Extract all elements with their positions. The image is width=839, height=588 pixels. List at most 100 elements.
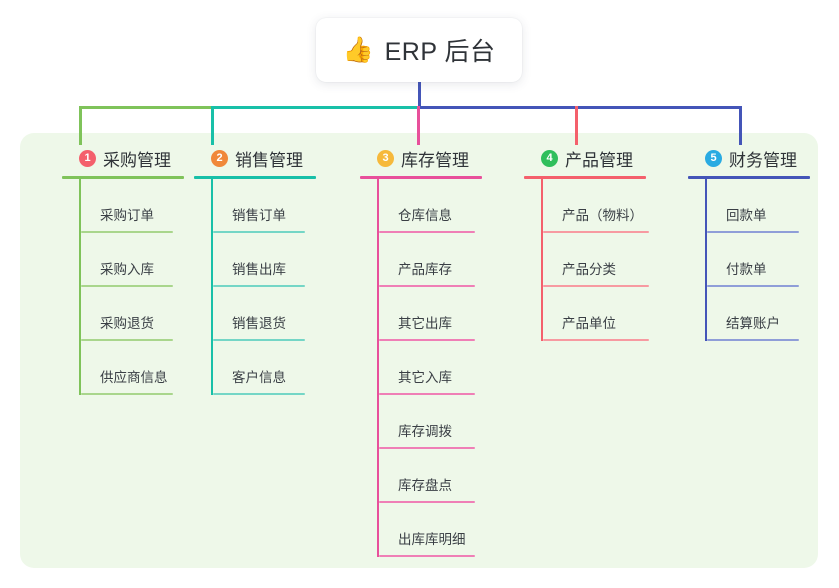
branch-column-3: 3 库存管理仓库信息产品库存其它出库其它入库库存调拨库存盘点出库库明细: [360, 145, 510, 557]
branch-item[interactable]: 采购退货: [79, 287, 210, 341]
branch-item[interactable]: 付款单: [705, 233, 818, 287]
branch-item-rule: [379, 231, 475, 233]
branch-item[interactable]: 采购入库: [79, 233, 210, 287]
root-node-title: ERP 后台: [384, 38, 496, 66]
branch-item-label: 产品（物料）: [562, 208, 643, 223]
branch-title: 产品管理: [565, 150, 633, 170]
branch-number-badge: 4: [541, 149, 558, 167]
branch-spine: [211, 179, 213, 395]
branch-item[interactable]: 库存调拨: [377, 395, 510, 449]
branch-item[interactable]: 仓库信息: [377, 179, 510, 233]
branch-item-label: 采购退货: [100, 316, 154, 331]
branch-item[interactable]: 产品单位: [541, 287, 684, 341]
branch-item-label: 供应商信息: [100, 370, 168, 385]
branch-item-label: 仓库信息: [398, 208, 452, 223]
branch-item-rule: [379, 393, 475, 395]
branch-item-rule: [379, 339, 475, 341]
branch-item-label: 其它入库: [398, 370, 452, 385]
branch-item[interactable]: 其它出库: [377, 287, 510, 341]
branch-spine: [705, 179, 707, 341]
connector-drop-branch-4: [575, 106, 578, 145]
branch-item-label: 结算账户: [726, 316, 780, 331]
connector-drop-branch-1: [79, 106, 82, 145]
branch-item[interactable]: 供应商信息: [79, 341, 210, 395]
branch-item[interactable]: 采购订单: [79, 179, 210, 233]
branch-item-label: 产品分类: [562, 262, 616, 277]
branch-item[interactable]: 产品（物料）: [541, 179, 684, 233]
connector-drop-branch-2: [211, 106, 214, 145]
connector-bus-left: [79, 106, 213, 109]
branch-header-rule: [194, 176, 316, 179]
branch-item-rule: [707, 285, 799, 287]
branch-item[interactable]: 销售出库: [211, 233, 342, 287]
branch-item-label: 采购入库: [100, 262, 154, 277]
branch-spine: [541, 179, 543, 341]
branch-item-rule: [379, 501, 475, 503]
branch-item-label: 销售订单: [232, 208, 286, 223]
connector-root-stem: [418, 82, 421, 108]
branch-title: 财务管理: [729, 150, 797, 170]
branch-item-rule: [213, 339, 305, 341]
connector-bus-middle: [211, 106, 419, 109]
branch-header-5[interactable]: 5 财务管理: [688, 145, 818, 171]
branch-item-rule: [379, 447, 475, 449]
branch-item[interactable]: 结算账户: [705, 287, 818, 341]
branch-item-rule: [543, 285, 649, 287]
branch-item-rule: [213, 285, 305, 287]
branch-children: 采购订单采购入库采购退货供应商信息: [62, 179, 210, 395]
branch-item[interactable]: 其它入库: [377, 341, 510, 395]
branch-title: 采购管理: [103, 150, 171, 170]
branch-item-rule: [213, 231, 305, 233]
branch-item-rule: [213, 393, 305, 395]
branch-number-badge: 2: [211, 149, 228, 167]
branch-spine: [79, 179, 81, 395]
branch-item-label: 回款单: [726, 208, 767, 223]
branch-item[interactable]: 客户信息: [211, 341, 342, 395]
branch-item-label: 产品单位: [562, 316, 616, 331]
branch-item-rule: [707, 339, 799, 341]
branch-item-label: 销售退货: [232, 316, 286, 331]
branch-header-3[interactable]: 3 库存管理: [360, 145, 510, 171]
branch-children: 仓库信息产品库存其它出库其它入库库存调拨库存盘点出库库明细: [360, 179, 510, 557]
branch-item-label: 付款单: [726, 262, 767, 277]
branch-title: 销售管理: [235, 150, 303, 170]
branch-header-rule: [688, 176, 810, 179]
branch-header-4[interactable]: 4 产品管理: [524, 145, 684, 171]
branch-item-label: 库存盘点: [398, 478, 452, 493]
branch-spine: [377, 179, 379, 557]
branch-column-5: 5 财务管理回款单付款单结算账户: [688, 145, 818, 341]
branch-item[interactable]: 库存盘点: [377, 449, 510, 503]
branch-item-rule: [379, 555, 475, 557]
branch-header-1[interactable]: 1 采购管理: [62, 145, 210, 171]
branch-item-rule: [707, 231, 799, 233]
branch-item[interactable]: 产品库存: [377, 233, 510, 287]
branch-number-badge: 3: [377, 149, 394, 167]
branch-item-rule: [81, 231, 173, 233]
branch-header-rule: [524, 176, 646, 179]
thumbs-up-icon: 👍: [342, 35, 374, 64]
branch-title: 库存管理: [401, 150, 469, 170]
branch-item-label: 出库库明细: [398, 532, 466, 547]
connector-drop-branch-3: [417, 106, 420, 145]
branch-children: 产品（物料） 产品分类产品单位: [524, 179, 684, 341]
connector-drop-branch-5: [739, 106, 742, 145]
diagram-background-panel: [20, 133, 818, 568]
connector-bus-right: [417, 106, 742, 109]
branch-children: 销售订单销售出库销售退货客户信息: [194, 179, 342, 395]
branch-item-label: 销售出库: [232, 262, 286, 277]
branch-children: 回款单付款单结算账户: [688, 179, 818, 341]
branch-item[interactable]: 销售订单: [211, 179, 342, 233]
branch-item-rule: [379, 285, 475, 287]
branch-column-1: 1 采购管理采购订单采购入库采购退货供应商信息: [62, 145, 210, 395]
branch-number-badge: 1: [79, 149, 96, 167]
root-node-erp-backend[interactable]: 👍 ERP 后台: [316, 18, 522, 82]
branch-item[interactable]: 出库库明细: [377, 503, 510, 557]
branch-item[interactable]: 产品分类: [541, 233, 684, 287]
branch-item-label: 其它出库: [398, 316, 452, 331]
branch-item[interactable]: 回款单: [705, 179, 818, 233]
branch-item-rule: [543, 231, 649, 233]
branch-item[interactable]: 销售退货: [211, 287, 342, 341]
branch-header-2[interactable]: 2 销售管理: [194, 145, 342, 171]
branch-item-rule: [543, 339, 649, 341]
branch-number-badge: 5: [705, 149, 722, 167]
